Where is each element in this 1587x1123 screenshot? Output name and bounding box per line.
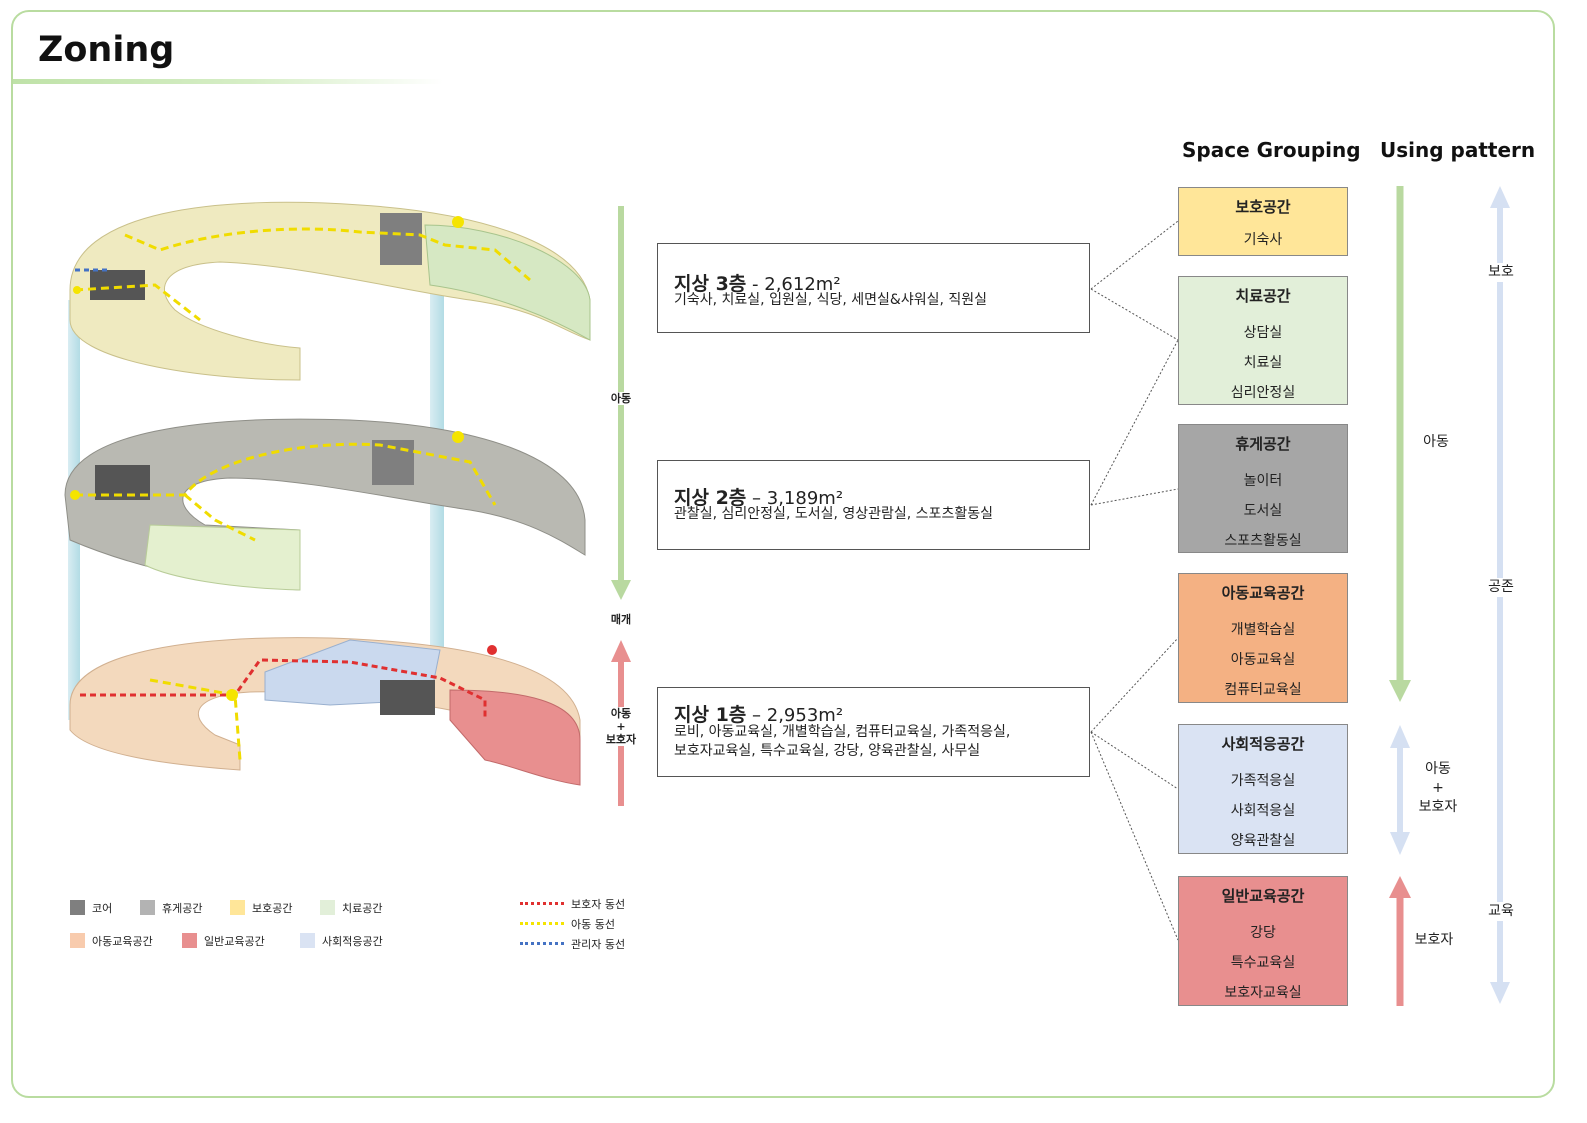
- floor-area: 2,953m²: [766, 705, 844, 726]
- pattern-label-child-guardian-2: +: [1432, 780, 1444, 796]
- legend-line-label: 아동 동선: [571, 918, 615, 931]
- floor-area: 2,612m²: [764, 274, 841, 295]
- group-item: 상담실: [1243, 325, 1283, 341]
- group-item: 개별학습실: [1230, 622, 1296, 638]
- group-item: 기숙사: [1243, 232, 1283, 248]
- group-item: 치료실: [1243, 355, 1283, 371]
- axis-label-child-guardian-2: +: [616, 720, 626, 733]
- group-item: 양육관찰실: [1230, 833, 1296, 849]
- group-item: 특수교육실: [1230, 955, 1296, 971]
- floor-rooms-2: 보호자교육실, 특수교육실, 강당, 양육관찰실, 사무실: [674, 743, 981, 759]
- axis-label-mediation: 매개: [606, 613, 636, 626]
- floor-name: 지상 2층: [674, 487, 747, 509]
- legend-swatch-general-education: [182, 933, 197, 948]
- group-item: 스포츠활동실: [1224, 533, 1302, 549]
- floor-name: 지상 3층: [674, 273, 747, 295]
- legend-label: 휴게공간: [162, 902, 203, 915]
- floor-1-ring: [69, 637, 581, 786]
- group-item: 보호자교육실: [1224, 985, 1302, 1001]
- group-title: 일반교육공간: [1221, 887, 1305, 905]
- floor-sep: –: [752, 705, 762, 726]
- floor-box-3: 지상 3층 - 2,612m² 기숙사, 치료실, 입원실, 식당, 세면실&샤…: [657, 243, 1090, 333]
- group-child-education: 아동교육공간 개별학습실 아동교육실 컴퓨터교육실: [1178, 573, 1348, 703]
- floor-area: 3,189m²: [766, 488, 844, 509]
- floor-rooms: 관찰실, 심리안정실, 도서실, 영상관람실, 스포츠활동실: [674, 506, 993, 522]
- group-title: 보호공간: [1235, 198, 1291, 216]
- group-social-adaptation: 사회적응공간 가족적응실 사회적응실 양육관찰실: [1178, 724, 1348, 854]
- group-item: 가족적응실: [1230, 773, 1296, 789]
- floor-name: 지상 1층: [674, 704, 747, 726]
- title-underline: [13, 79, 443, 84]
- legend-label: 사회적응공간: [322, 935, 383, 948]
- floor-box-2: 지상 2층 – 3,189m² 관찰실, 심리안정실, 도서실, 영상관람실, …: [657, 460, 1090, 550]
- group-general-education: 일반교육공간 강당 특수교육실 보호자교육실: [1178, 876, 1348, 1006]
- group-item: 도서실: [1243, 503, 1283, 519]
- legend-swatch-therapy: [320, 900, 335, 915]
- page-title: Zoning: [38, 30, 175, 70]
- legend-swatch-protection: [230, 900, 245, 915]
- pattern-label-child-guardian-1: 아동: [1425, 761, 1451, 777]
- group-protection: 보호공간 기숙사: [1178, 187, 1348, 256]
- floor-rooms: 기숙사, 치료실, 입원실, 식당, 세면실&샤워실, 직원실: [674, 292, 988, 308]
- floor-rooms: 로비, 아동교육실, 개별학습실, 컴퓨터교육실, 가족적응실,: [674, 724, 1011, 740]
- floor-3-ring: [69, 201, 591, 381]
- legend-label: 보호공간: [252, 902, 293, 915]
- axis-label-child-guardian: 아동 + 보호자: [600, 707, 642, 746]
- group-item: 심리안정실: [1230, 385, 1296, 401]
- group-title: 아동교육공간: [1221, 584, 1305, 602]
- group-therapy: 치료공간 상담실 치료실 심리안정실: [1178, 276, 1348, 405]
- group-item: 강당: [1250, 925, 1276, 941]
- pattern-label-protect: 보호: [1482, 263, 1520, 282]
- legend-line-manager: [520, 942, 564, 945]
- axis-label-child-guardian-1: 아동: [610, 707, 632, 720]
- legend-label: 일반교육공간: [204, 935, 265, 948]
- pattern-label-child: 아동: [1423, 434, 1449, 450]
- pattern-label-child-guardian-3: 보호자: [1418, 799, 1458, 815]
- legend-line-label: 관리자 동선: [571, 938, 626, 951]
- floor-sep: -: [752, 274, 759, 295]
- slide-frame: [11, 10, 1555, 1098]
- pattern-label-child-guardian: 아동 + 보호자: [1410, 760, 1466, 817]
- legend-label: 코어: [92, 902, 113, 915]
- legend-swatch-rest: [140, 900, 155, 915]
- space-grouping-header: Space Grouping: [1182, 138, 1361, 162]
- floor-stack-diagram: [64, 201, 591, 786]
- group-item: 놀이터: [1243, 473, 1283, 489]
- floor-2-ring: [64, 418, 586, 591]
- legend-swatch-child-education: [70, 933, 85, 948]
- pattern-label-coexist: 공존: [1482, 578, 1520, 597]
- legend-line-child: [520, 922, 564, 925]
- using-pattern-arrows: [1389, 186, 1510, 1006]
- axis-label-child: 아동: [606, 392, 636, 405]
- using-pattern-header: Using pattern: [1380, 138, 1536, 162]
- group-rest: 휴게공간 놀이터 도서실 스포츠활동실: [1178, 424, 1348, 553]
- group-title: 치료공간: [1235, 287, 1291, 305]
- floor-box-1: 지상 1층 – 2,953m² 로비, 아동교육실, 개별학습실, 컴퓨터교육실…: [657, 687, 1090, 777]
- legend-label: 아동교육공간: [92, 935, 153, 948]
- group-title: 사회적응공간: [1221, 735, 1305, 753]
- legend-line-guardian: [520, 902, 564, 905]
- legend-swatch-core: [70, 900, 85, 915]
- pattern-label-education: 교육: [1482, 902, 1520, 921]
- floor-sep: –: [752, 488, 762, 509]
- group-title: 휴게공간: [1235, 435, 1291, 453]
- legend-line-label: 보호자 동선: [571, 898, 626, 911]
- group-item: 사회적응실: [1230, 803, 1296, 819]
- axis-label-child-guardian-3: 보호자: [605, 733, 637, 746]
- group-item: 아동교육실: [1230, 652, 1296, 668]
- legend-label: 치료공간: [342, 902, 383, 915]
- pattern-label-guardian: 보호자: [1414, 932, 1454, 948]
- group-item: 컴퓨터교육실: [1224, 682, 1302, 698]
- legend-swatch-social-adaptation: [300, 933, 315, 948]
